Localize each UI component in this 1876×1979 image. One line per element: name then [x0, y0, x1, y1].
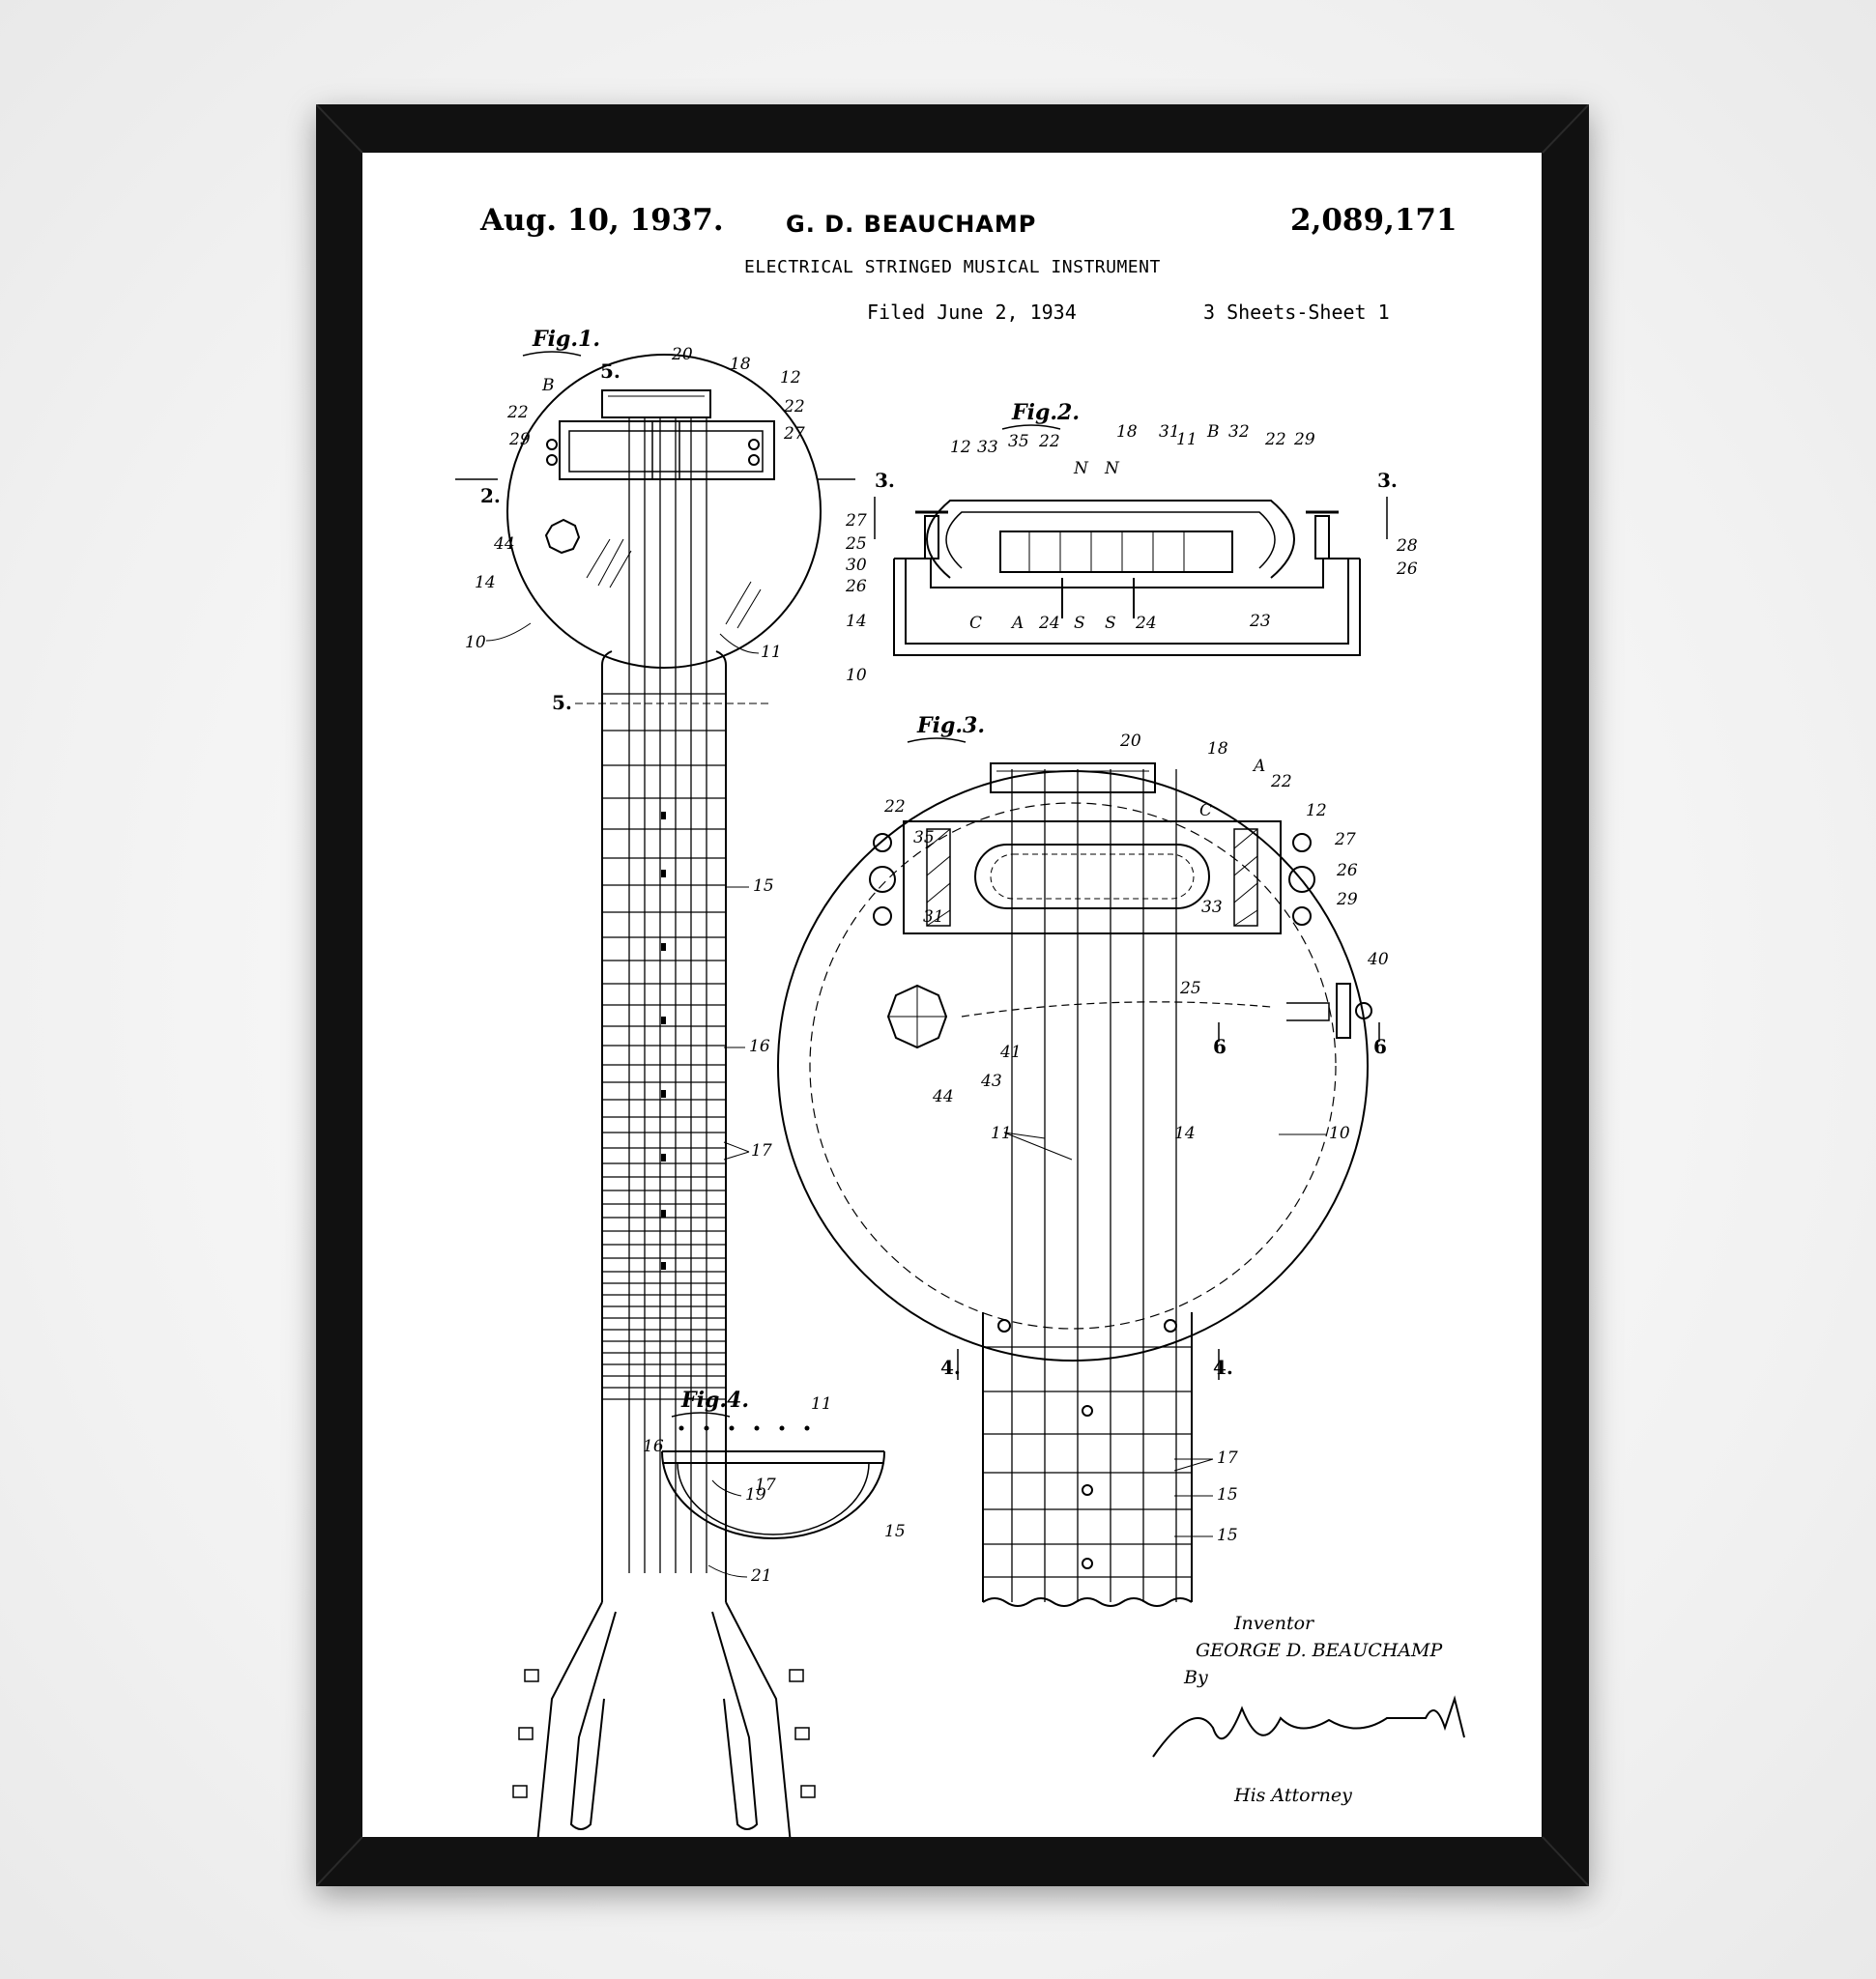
svg-text:30: 30	[846, 556, 867, 575]
svg-text:12: 12	[780, 368, 801, 387]
svg-text:22: 22	[1264, 430, 1286, 449]
figure-1-drawing: Fig.1. 5.	[455, 327, 855, 1837]
svg-text:21: 21	[750, 1566, 772, 1586]
svg-text:N: N	[1104, 459, 1120, 478]
svg-text:B: B	[1206, 422, 1220, 442]
svg-text:29: 29	[508, 430, 531, 449]
svg-text:C: C	[1199, 801, 1212, 820]
svg-text:A: A	[1252, 757, 1265, 776]
signature-block: Inventor GEORGE D. BEAUCHAMP By His Atto…	[1153, 1613, 1464, 1806]
figure-2-drawing: Fig.2. 3. 3.	[845, 400, 1418, 685]
svg-text:27: 27	[783, 424, 805, 444]
svg-text:26: 26	[845, 577, 867, 596]
svg-text:3.: 3.	[875, 469, 895, 492]
figure-1-label: Fig.1.	[532, 327, 600, 352]
svg-text:18: 18	[730, 355, 751, 374]
svg-text:31: 31	[923, 907, 944, 927]
svg-text:15: 15	[884, 1522, 906, 1541]
svg-text:24: 24	[1135, 614, 1157, 633]
svg-text:22: 22	[883, 797, 906, 817]
svg-text:41: 41	[999, 1043, 1022, 1062]
svg-text:11: 11	[811, 1394, 832, 1414]
figure-4-drawing: Fig.4. 16 17 11 15	[643, 1388, 906, 1541]
svg-text:26: 26	[1396, 559, 1418, 579]
svg-text:28: 28	[1396, 536, 1418, 556]
svg-text:C: C	[969, 614, 982, 633]
svg-text:20: 20	[1119, 731, 1141, 751]
svg-text:26: 26	[1336, 861, 1358, 880]
svg-text:14: 14	[475, 573, 496, 592]
svg-text:5.: 5.	[600, 359, 621, 383]
svg-text:35: 35	[913, 828, 935, 847]
svg-text:22: 22	[506, 403, 529, 422]
svg-text:33: 33	[1201, 898, 1223, 917]
svg-text:4.: 4.	[1213, 1356, 1233, 1379]
svg-text:12: 12	[1306, 801, 1327, 820]
svg-text:22: 22	[783, 397, 805, 416]
svg-text:44: 44	[932, 1087, 954, 1106]
svg-text:23: 23	[1249, 612, 1271, 631]
inventor-name: GEORGE D. BEAUCHAMP	[1196, 1640, 1444, 1661]
svg-text:6: 6	[1213, 1035, 1227, 1058]
svg-text:22: 22	[1038, 432, 1060, 451]
svg-text:24: 24	[1038, 614, 1060, 633]
svg-text:18: 18	[1207, 739, 1228, 759]
svg-text:17: 17	[751, 1141, 772, 1161]
svg-text:16: 16	[643, 1437, 664, 1456]
svg-text:S: S	[1074, 614, 1085, 633]
figure-3-drawing: Fig.3.	[778, 713, 1389, 1606]
patent-sheet: Aug. 10, 1937. G. D. BEAUCHAMP 2,089,171…	[362, 153, 1542, 1837]
svg-text:40: 40	[1367, 950, 1389, 969]
svg-text:18: 18	[1116, 422, 1138, 442]
svg-text:35: 35	[1008, 432, 1029, 451]
svg-text:17: 17	[1217, 1448, 1238, 1468]
svg-text:22: 22	[1270, 772, 1292, 791]
svg-text:33: 33	[977, 438, 998, 457]
svg-text:N: N	[1073, 459, 1089, 478]
svg-text:10: 10	[1329, 1124, 1350, 1143]
svg-text:29: 29	[1293, 430, 1315, 449]
svg-text:43: 43	[980, 1072, 1002, 1091]
attorney-label: His Attorney	[1233, 1785, 1352, 1806]
svg-text:10: 10	[465, 633, 486, 652]
svg-text:15: 15	[753, 876, 774, 896]
svg-text:11: 11	[1176, 430, 1198, 449]
by-label: By	[1183, 1667, 1208, 1688]
svg-text:16: 16	[749, 1037, 770, 1056]
svg-text:B: B	[541, 376, 555, 395]
svg-text:5.: 5.	[552, 691, 572, 714]
svg-text:20: 20	[671, 345, 693, 364]
svg-text:25: 25	[1179, 979, 1201, 998]
svg-text:3.: 3.	[1377, 469, 1398, 492]
svg-text:2.: 2.	[480, 484, 501, 507]
patent-drawing: Fig.1. 5.	[362, 153, 1542, 1837]
svg-text:25: 25	[845, 534, 867, 554]
svg-text:15: 15	[1217, 1526, 1238, 1545]
svg-text:32: 32	[1228, 422, 1250, 442]
attorney-signature	[1153, 1699, 1464, 1757]
svg-text:29: 29	[1336, 890, 1358, 909]
figure-4-label: Fig.4.	[680, 1388, 749, 1413]
svg-text:15: 15	[1217, 1485, 1238, 1505]
svg-text:17: 17	[755, 1476, 776, 1495]
svg-text:14: 14	[1174, 1124, 1196, 1143]
svg-text:12: 12	[950, 438, 971, 457]
figure-2-label: Fig.2.	[1011, 400, 1080, 425]
svg-text:A: A	[1010, 614, 1024, 633]
svg-text:S: S	[1105, 614, 1116, 633]
svg-text:6: 6	[1373, 1035, 1387, 1058]
svg-text:11: 11	[761, 643, 782, 662]
svg-text:10: 10	[846, 666, 867, 685]
svg-text:44: 44	[493, 534, 515, 554]
svg-text:27: 27	[845, 511, 867, 531]
svg-text:14: 14	[846, 612, 867, 631]
figure-3-label: Fig.3.	[916, 713, 985, 738]
inventor-label: Inventor	[1233, 1613, 1315, 1634]
svg-text:27: 27	[1334, 830, 1356, 849]
